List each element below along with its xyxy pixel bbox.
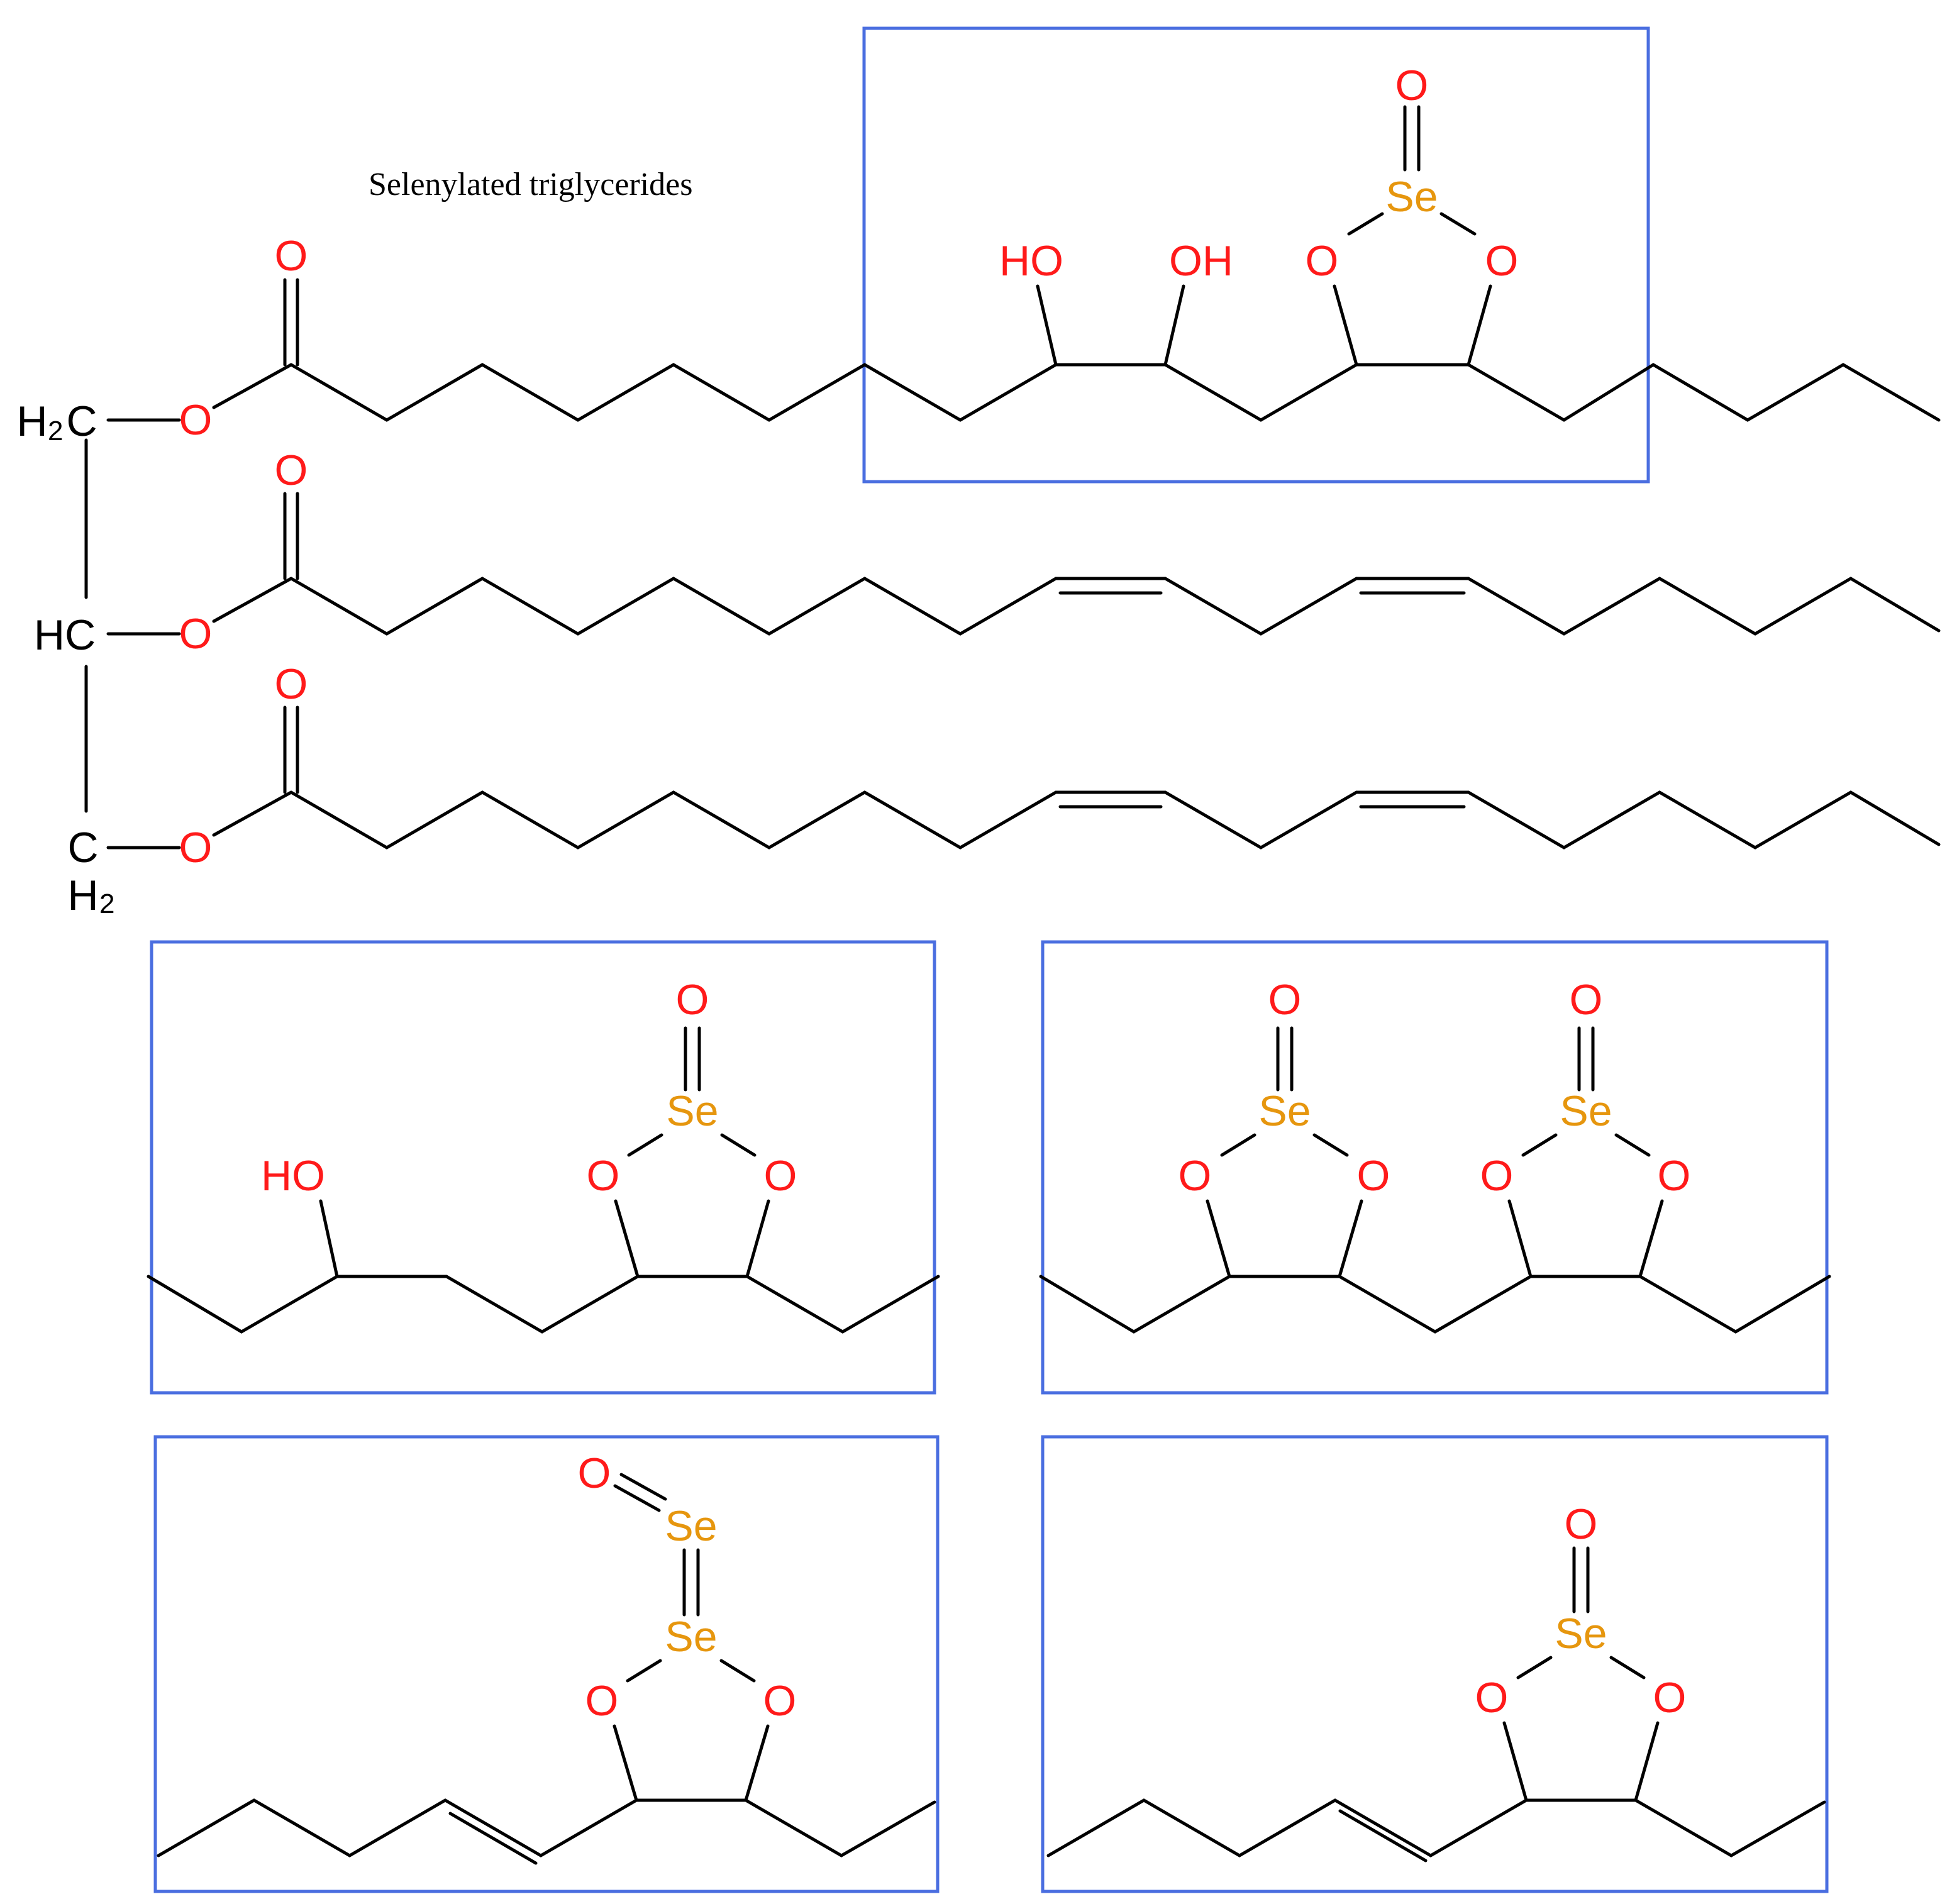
ester-oxygen-2: O <box>179 610 213 658</box>
ring-oxygen-left: O <box>1475 1674 1509 1722</box>
seleno-oxygen: O <box>578 1449 611 1497</box>
fatty-acid-chain-1 <box>212 105 1941 422</box>
ring-oxygen-left: O <box>587 1152 620 1200</box>
ring-oxygen-right: O <box>1653 1674 1687 1722</box>
svg-text:HC: HC <box>34 611 96 659</box>
ester-oxygen-1: O <box>179 396 213 444</box>
ring-oxygen-right: O <box>1357 1152 1390 1200</box>
glycerol-backbone <box>84 418 181 850</box>
glycerol-ch-label: HC <box>34 611 96 659</box>
ring-oxygen-left: O <box>585 1677 619 1725</box>
panel-selenite-allyl <box>1046 1546 1826 1862</box>
panel-diselenium-allyl <box>157 1473 936 1865</box>
ester-oxygen-3: O <box>179 824 213 872</box>
frame-bis-selenite <box>1041 940 1829 1395</box>
seleno-oxygen: O <box>1268 976 1302 1024</box>
svg-text:C: C <box>67 824 98 872</box>
carbonyl-oxygen-3: O <box>275 660 308 708</box>
ring-oxygen-left: O <box>1178 1152 1212 1200</box>
selenium-atom: Se <box>1385 173 1438 221</box>
seleno-oxygen: O <box>1395 62 1429 109</box>
highlight-frame-main <box>862 26 1650 484</box>
fatty-acid-chain-3 <box>212 706 1941 850</box>
selenium-atom: Se <box>666 1087 718 1135</box>
hydroxyl-label: OH <box>1169 237 1233 285</box>
ring-oxygen-right: O <box>764 1152 797 1200</box>
ring-oxygen-left: O <box>1306 237 1339 285</box>
fatty-acid-chain-2 <box>212 492 1941 636</box>
ring-oxygen-right: O <box>763 1677 797 1725</box>
selenium-atom: Se <box>665 1613 717 1661</box>
seleno-oxygen: O <box>1565 1500 1598 1548</box>
glycerol-ch2-top-label: H 2 C <box>16 397 97 446</box>
selenium-atom: Se <box>1258 1087 1311 1135</box>
svg-text:2: 2 <box>99 888 114 919</box>
panel-hydroxy-selenite <box>147 1026 940 1334</box>
selenium-atom: Se <box>665 1502 717 1550</box>
hydroxyl-label: HO <box>261 1152 325 1200</box>
frame-selenite-allyl <box>1041 1435 1829 1893</box>
svg-text:C: C <box>66 397 97 445</box>
ring-oxygen-left: O <box>1480 1152 1514 1200</box>
diagram-title: Selenylated triglycerides <box>369 167 692 202</box>
carbonyl-oxygen-2: O <box>275 446 308 494</box>
svg-text:H: H <box>67 872 98 919</box>
svg-text:H: H <box>16 397 47 445</box>
seleno-oxygen: O <box>676 976 709 1024</box>
glycerol-ch2-bottom-label: C H 2 <box>67 824 114 919</box>
svg-text:2: 2 <box>48 416 63 446</box>
panel-bis-selenite <box>1039 1026 1831 1334</box>
selenium-atom: Se <box>1560 1087 1612 1135</box>
seleno-oxygen: O <box>1570 976 1603 1024</box>
frame-hydroxy-selenite <box>150 940 936 1395</box>
selenium-atom: Se <box>1555 1610 1607 1658</box>
ring-oxygen-right: O <box>1658 1152 1691 1200</box>
frame-diselenium-allyl <box>153 1435 940 1893</box>
carbonyl-oxygen-1: O <box>275 232 308 280</box>
hydroxyl-label: HO <box>999 237 1063 285</box>
ring-oxygen-right: O <box>1485 237 1519 285</box>
